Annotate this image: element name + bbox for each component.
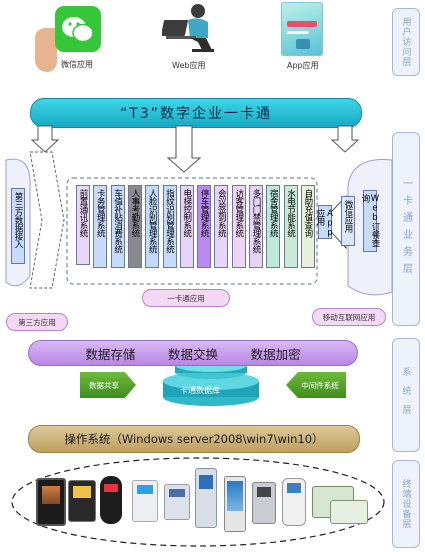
module-column: 人事考勤系统 [127,185,142,268]
module-column: 前置通讯系统 [76,185,90,265]
storage-item: 数据存储 [85,346,136,362]
pos-terminal-device [164,484,190,520]
face-terminal-device [36,478,66,526]
wechat-app-label: 微信应用 [61,60,93,69]
display-kiosk-device [224,476,246,532]
web-app-label: Web应用 [172,61,206,70]
pill-mobile: 移动互联网应用 [312,308,386,326]
data-share-arrow: 数据共享 [80,372,136,398]
controller-board-device-2 [330,500,368,524]
module-column: 多门门禁管理系统 [249,185,263,268]
card-reader-device [132,480,158,522]
gate-device [252,482,276,524]
handheld-device [282,478,306,526]
encrypt-item: 数据加密 [250,346,301,362]
module-column: 人脸识别管理系统 [145,185,160,268]
module-column: 卡务管理系统 [93,185,108,268]
module-column: 会议签到系统 [214,185,229,268]
wechat-icon [55,6,101,52]
app-app-group: App应用 [275,2,335,76]
module-column: 车值补贴消费系统 [110,185,125,268]
pill-third-party: 第三方应用 [6,313,68,331]
module-column: 宿舍管理系统 [266,185,281,268]
module-third-party: 第三方数据接入 [11,188,25,264]
module-mobile-web: Web订餐查询 [360,190,380,252]
layer-business: 一卡通业务层 [392,132,420,326]
module-column: 自助充值查询 [300,185,315,268]
layer-terminal: 终端设备层 [392,460,420,548]
layer-user-access: 用户访问层 [392,8,420,76]
module-column: 指纹识别管理系统 [162,185,177,268]
door-reader-device [100,476,122,524]
layer-system: 系统层 [392,338,420,452]
module-mobile-wechat: 微信应用 [341,196,355,246]
module-column: 水电节能系统 [283,185,298,268]
t3-title-bar: “T3”数字企业一卡通 [30,98,362,128]
data-storage-bar: 数据存储 数据交换 数据加密 [28,340,358,366]
os-bar: 操作系统（Windows server2008\win7\win10） [28,425,360,453]
fingerprint-terminal-device [68,480,96,522]
laptop-user-icon [162,4,214,52]
app-book-icon [281,2,323,56]
pill-card-apps: 一卡通应用 [142,289,230,307]
module-mobile-app: App应用 [315,205,335,239]
module-column: 停车管理系统 [197,185,212,268]
app-app-label: App应用 [287,61,319,70]
database-label: 卡通数据库 [180,386,220,395]
kiosk-device [195,468,217,528]
module-column: 电梯控制系统 [179,185,194,268]
middleware-arrow: 中间件系统 [286,372,346,398]
exchange-item: 数据交换 [167,346,218,362]
wechat-app-group: 微信应用 [35,4,110,76]
hand-icon [35,28,57,72]
module-column: 访客管理系统 [231,185,246,268]
web-app-group: Web应用 [160,2,230,76]
